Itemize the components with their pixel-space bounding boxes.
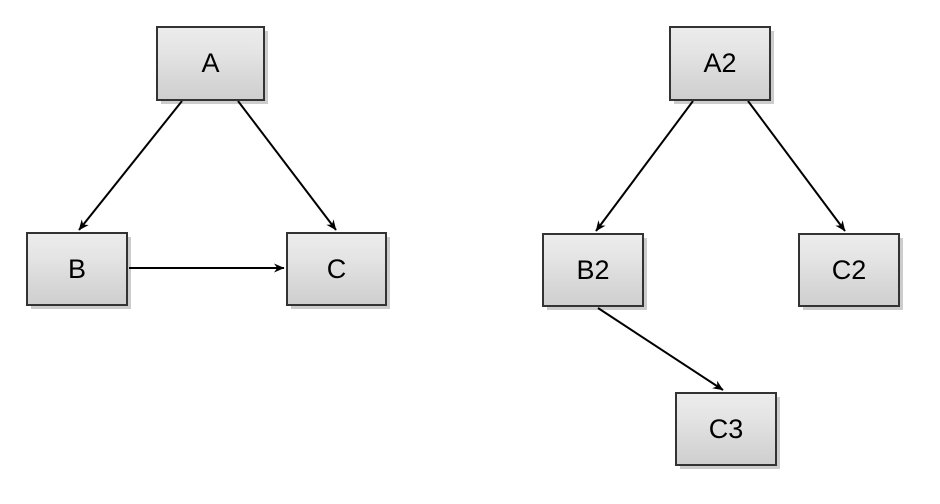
node-b2[interactable]: B2 (542, 233, 644, 307)
node-c2[interactable]: C2 (798, 233, 900, 307)
edge-b2-c3 (597, 307, 724, 391)
node-label: A (201, 48, 220, 78)
node-label: C3 (708, 413, 744, 444)
node-label: B (67, 253, 86, 284)
node-a2[interactable]: A2 (669, 26, 771, 101)
node-label: C (326, 253, 347, 284)
edge-a2-c2 (747, 100, 846, 232)
node-c3[interactable]: C3 (675, 392, 777, 466)
edge-a-b (78, 100, 183, 231)
node-label: C2 (831, 254, 867, 285)
node-label: B2 (576, 254, 610, 285)
node-a[interactable]: A (156, 26, 265, 101)
node-c[interactable]: C (286, 232, 387, 306)
node-b[interactable]: B (26, 232, 128, 306)
edge-group (78, 100, 846, 391)
edge-a-c (237, 100, 337, 231)
edge-a2-b2 (595, 100, 694, 232)
node-label: A2 (703, 48, 737, 78)
